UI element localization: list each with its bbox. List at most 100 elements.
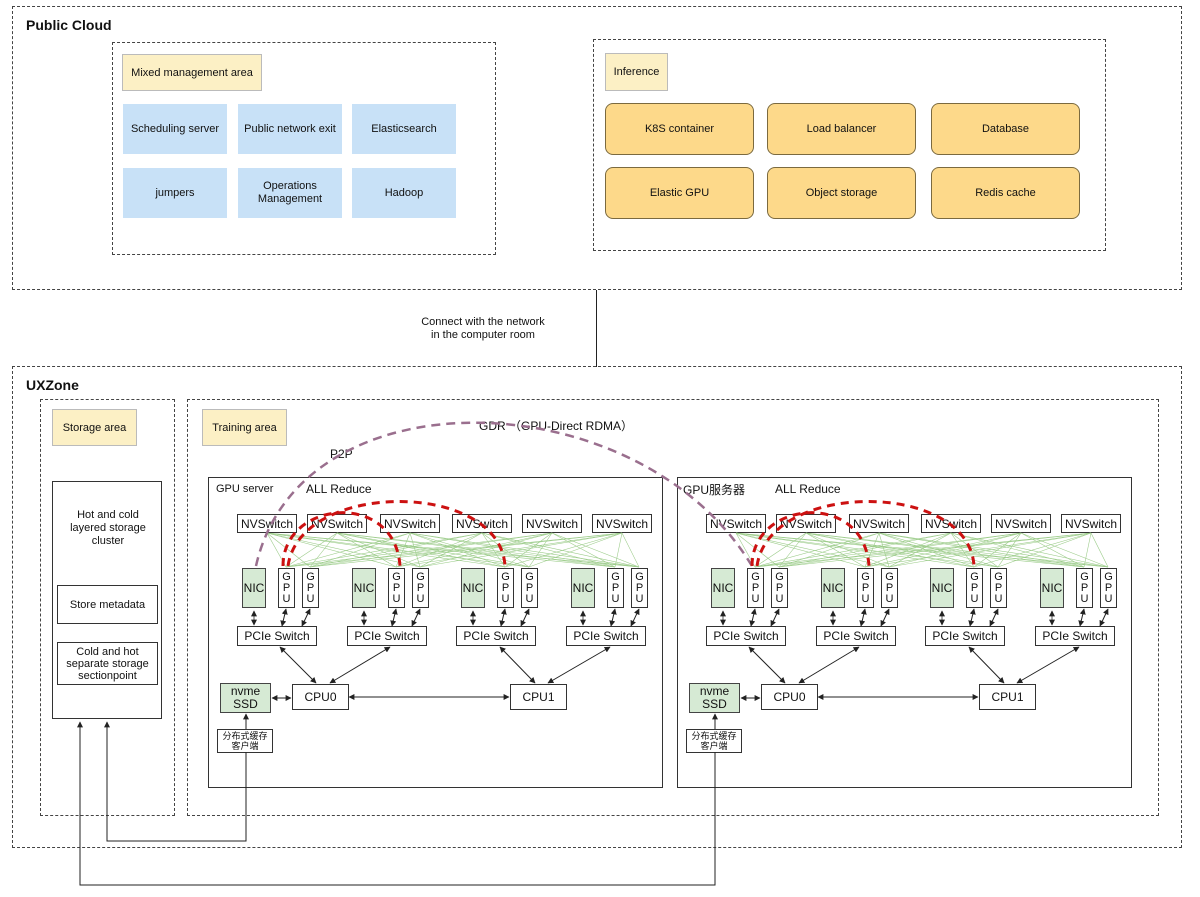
nvlink-line	[1020, 532, 1085, 568]
allreduce-paths	[281, 500, 976, 567]
gpu-letter: G	[306, 570, 315, 583]
redis-cache-node: Redis cache	[931, 167, 1080, 219]
pcie-cpu-link	[329, 646, 391, 684]
cache-client-2: 分布式缓存客户端	[686, 729, 742, 753]
pcie-cpu-link	[547, 646, 611, 684]
gpu-letter: U	[775, 592, 784, 605]
storage-area-tag: Storage area	[52, 409, 137, 446]
gpu-letter: G	[861, 570, 870, 583]
nvlink-line	[778, 532, 1092, 568]
pcie-switch-1-1: PCIe Switch	[237, 626, 317, 646]
nvlink-line	[1083, 532, 1092, 568]
nvlink-line	[878, 532, 1085, 568]
nvlink-line	[864, 532, 1022, 568]
gpu-letter: G	[1080, 570, 1089, 583]
nvlink-line	[309, 532, 338, 568]
nvlink-line	[285, 532, 411, 568]
nvlink-line	[864, 532, 952, 568]
nvlink-line	[997, 532, 1092, 568]
nvlink-line	[285, 532, 483, 568]
pcie-cpu-link	[798, 646, 860, 684]
elasticsearch-node: Elasticsearch	[352, 104, 456, 154]
nvlink-line	[805, 532, 866, 568]
nvlink-line	[754, 532, 952, 568]
gpu-letter: G	[775, 570, 784, 583]
nvlink-line	[973, 532, 1092, 568]
jumpers-node: jumpers	[123, 168, 227, 218]
nic-2-4: NIC	[1040, 568, 1064, 608]
nvlink-line	[878, 532, 999, 568]
gpu-letter: G	[751, 570, 760, 583]
nvlink-line	[950, 532, 1085, 568]
gpu-pcie-link	[520, 608, 530, 627]
storage-link-2	[77, 721, 716, 886]
nvlink-line	[950, 532, 999, 568]
nvlink-line	[888, 532, 952, 568]
nvlink-line	[778, 532, 1022, 568]
nvlink-line	[878, 532, 890, 568]
allreduce-loop	[755, 500, 976, 567]
nvlink-line	[735, 532, 1085, 568]
gpu-letter: P	[611, 581, 620, 594]
nvlink-line	[481, 532, 506, 568]
nvlink-line	[754, 532, 880, 568]
pcie-cpu-link	[748, 646, 786, 684]
operations-management-node: Operations Management	[238, 168, 342, 218]
nvlink-line	[778, 532, 807, 568]
pcie-cpu-link	[1016, 646, 1080, 684]
cpu0-2: CPU0	[761, 684, 818, 710]
nvlink-line	[805, 532, 1109, 568]
k8s-container-node: K8S container	[605, 103, 754, 155]
gpu-letter: G	[970, 570, 979, 583]
store-metadata-box: Store metadata	[57, 585, 158, 624]
gpu-letter: U	[501, 592, 510, 605]
nvlink-line	[950, 532, 975, 568]
gpu-letter: U	[635, 592, 644, 605]
gpu-letter: G	[416, 570, 425, 583]
nvme-ssd-2: nvme SSD	[689, 683, 740, 713]
load-balancer-node: Load balancer	[767, 103, 916, 155]
training-area-tag: Training area	[202, 409, 287, 446]
gpu-letter: P	[392, 581, 401, 594]
pcie-cpu-link	[968, 646, 1005, 684]
gpu-letter: G	[611, 570, 620, 583]
nvlink-line	[481, 532, 530, 568]
gpu-letter: U	[861, 592, 870, 605]
nvlink-line	[409, 532, 421, 568]
nvlink-line	[504, 532, 553, 568]
cpu0-1: CPU0	[292, 684, 349, 710]
nic-2-3: NIC	[930, 568, 954, 608]
nvlink-line	[754, 532, 1092, 568]
gpu-letter: U	[1080, 592, 1089, 605]
cache-client-1: 分布式缓存客户端	[217, 729, 273, 753]
gpu-pcie-link	[859, 608, 867, 627]
nvlink-line	[395, 532, 553, 568]
scheduling-server-node: Scheduling server	[123, 104, 227, 154]
nvlink-line	[528, 532, 623, 568]
allreduce-label-2: ALL Reduce	[775, 482, 841, 496]
nvlink-line	[266, 532, 616, 568]
nvlink-line	[266, 532, 506, 568]
cpu1-1: CPU1	[510, 684, 567, 710]
nvlink-line	[285, 532, 553, 568]
nic-1-2: NIC	[352, 568, 376, 608]
nvlink-line	[878, 532, 975, 568]
pcie-switch-2-3: PCIe Switch	[925, 626, 1005, 646]
connect-network-label: Connect with the network in the computer…	[421, 316, 545, 341]
nic-1-3: NIC	[461, 568, 485, 608]
gpu-pcie-link	[968, 608, 976, 627]
gpu-letter: P	[751, 581, 760, 594]
nvlink-line	[614, 532, 623, 568]
database-node: Database	[931, 103, 1080, 155]
gpu-pcie-link	[390, 608, 398, 627]
nvlink-line	[997, 532, 1022, 568]
